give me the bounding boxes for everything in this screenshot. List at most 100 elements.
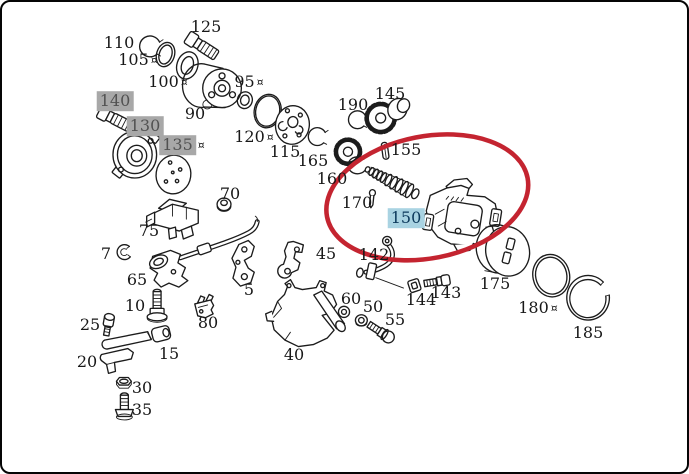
- part-label-125[interactable]: 125: [191, 18, 222, 36]
- part-label-115[interactable]: 115: [270, 143, 301, 161]
- part-label-170[interactable]: 170: [342, 194, 373, 212]
- part-label-140[interactable]: 140: [96, 91, 134, 112]
- part-label-142[interactable]: 142: [359, 246, 390, 264]
- part-label-185[interactable]: 185: [573, 324, 604, 342]
- part-number: 25: [79, 315, 101, 335]
- part-label-120[interactable]: 120¤: [234, 128, 274, 146]
- part-drawing-143: [423, 274, 451, 288]
- part-label-7[interactable]: 7: [101, 245, 111, 263]
- part-label-110[interactable]: 110: [104, 34, 135, 52]
- part-drawing-160: [333, 137, 367, 175]
- note-symbol-icon: ¤: [256, 76, 264, 90]
- part-number: 175: [479, 274, 511, 294]
- part-label-25[interactable]: 25: [80, 316, 100, 334]
- part-drawing-144: [407, 278, 422, 294]
- part-label-75[interactable]: 75: [139, 222, 159, 240]
- part-label-160[interactable]: 160: [317, 170, 348, 188]
- part-number: 75: [138, 221, 160, 241]
- part-number: 170: [341, 193, 373, 213]
- part-number: 50: [362, 297, 384, 317]
- part-number: 105: [118, 50, 149, 70]
- part-number: 125: [190, 17, 222, 37]
- selection-ellipse: [324, 132, 531, 263]
- part-drawing-170: [368, 188, 377, 209]
- part-drawing-50: [354, 314, 368, 327]
- part-label-20[interactable]: 20: [77, 353, 97, 371]
- part-drawing-35: [114, 392, 134, 421]
- part-number: 10: [124, 296, 146, 316]
- part-number: 40: [283, 345, 305, 365]
- part-number: 150: [387, 208, 425, 229]
- part-drawing-150: [364, 166, 503, 253]
- part-drawing-135: [155, 154, 192, 195]
- part-label-35[interactable]: 35: [132, 401, 152, 419]
- part-number: 185: [572, 323, 604, 343]
- part-label-65[interactable]: 65: [127, 271, 147, 289]
- note-symbol-icon: ¤: [550, 302, 558, 316]
- part-number: 165: [297, 151, 329, 171]
- part-label-143[interactable]: 143: [431, 284, 462, 302]
- part-drawing-145: [364, 97, 411, 135]
- part-label-55[interactable]: 55: [385, 311, 405, 329]
- part-label-40[interactable]: 40: [284, 346, 304, 364]
- part-number: 55: [384, 310, 406, 330]
- part-label-60[interactable]: 60: [341, 290, 361, 308]
- part-label-144[interactable]: 144: [406, 291, 437, 309]
- part-label-175[interactable]: 175: [480, 275, 511, 293]
- part-number: 15: [158, 344, 180, 364]
- part-number: 160: [316, 169, 348, 189]
- part-number: 35: [131, 400, 153, 420]
- part-drawing-20: [99, 347, 134, 375]
- part-label-105[interactable]: 105¤: [118, 51, 158, 69]
- part-number: 80: [197, 313, 219, 333]
- part-drawing-55: [366, 320, 395, 344]
- part-drawing-40: [265, 278, 346, 348]
- part-number: 155: [390, 140, 422, 160]
- part-number: 20: [76, 352, 98, 372]
- part-drawing-60: [337, 305, 351, 319]
- part-number: 95: [234, 72, 255, 92]
- part-label-130[interactable]: 130: [126, 116, 164, 137]
- note-symbol-icon: ¤: [180, 76, 188, 90]
- part-number: 5: [243, 280, 255, 300]
- part-label-5[interactable]: 5: [244, 281, 254, 299]
- part-label-30[interactable]: 30: [132, 379, 152, 397]
- part-label-155[interactable]: 155: [391, 141, 422, 159]
- part-number: 130: [126, 116, 164, 137]
- part-drawing-142: [355, 235, 404, 289]
- part-label-10[interactable]: 10: [125, 297, 145, 315]
- part-number: 115: [269, 142, 301, 162]
- note-symbol-icon: ¤: [197, 139, 205, 153]
- part-label-70[interactable]: 70: [220, 185, 240, 203]
- part-label-15[interactable]: 15: [159, 345, 179, 363]
- part-label-100[interactable]: 100¤: [148, 73, 188, 91]
- part-drawing-165: [307, 126, 329, 147]
- part-label-180[interactable]: 180¤: [518, 299, 558, 317]
- note-symbol-icon: ¤: [150, 54, 158, 68]
- part-label-145[interactable]: 145: [375, 85, 406, 103]
- part-number: 190: [337, 95, 369, 115]
- part-label-80[interactable]: 80: [198, 314, 218, 332]
- part-drawing-130: [111, 130, 161, 179]
- part-label-45[interactable]: 45: [316, 245, 336, 263]
- part-drawing-30: [115, 376, 132, 389]
- part-label-165[interactable]: 165: [298, 152, 329, 170]
- part-label-190[interactable]: 190: [338, 96, 369, 114]
- part-label-90[interactable]: 90: [185, 105, 205, 123]
- part-drawing-5: [231, 239, 255, 287]
- part-number: 70: [219, 184, 241, 204]
- part-label-135[interactable]: 135¤: [159, 135, 205, 156]
- part-label-95[interactable]: 95¤: [234, 73, 263, 91]
- part-drawing-15: [101, 325, 172, 350]
- part-label-150[interactable]: 150: [387, 208, 425, 229]
- part-label-50[interactable]: 50: [363, 298, 383, 316]
- part-drawing-90: [181, 63, 243, 110]
- part-number: 110: [103, 33, 135, 53]
- part-number: 142: [358, 245, 390, 265]
- part-number: 90: [184, 104, 206, 124]
- part-drawing-80: [194, 293, 215, 319]
- part-drawing-65: [148, 215, 260, 288]
- note-symbol-icon: ¤: [266, 131, 274, 145]
